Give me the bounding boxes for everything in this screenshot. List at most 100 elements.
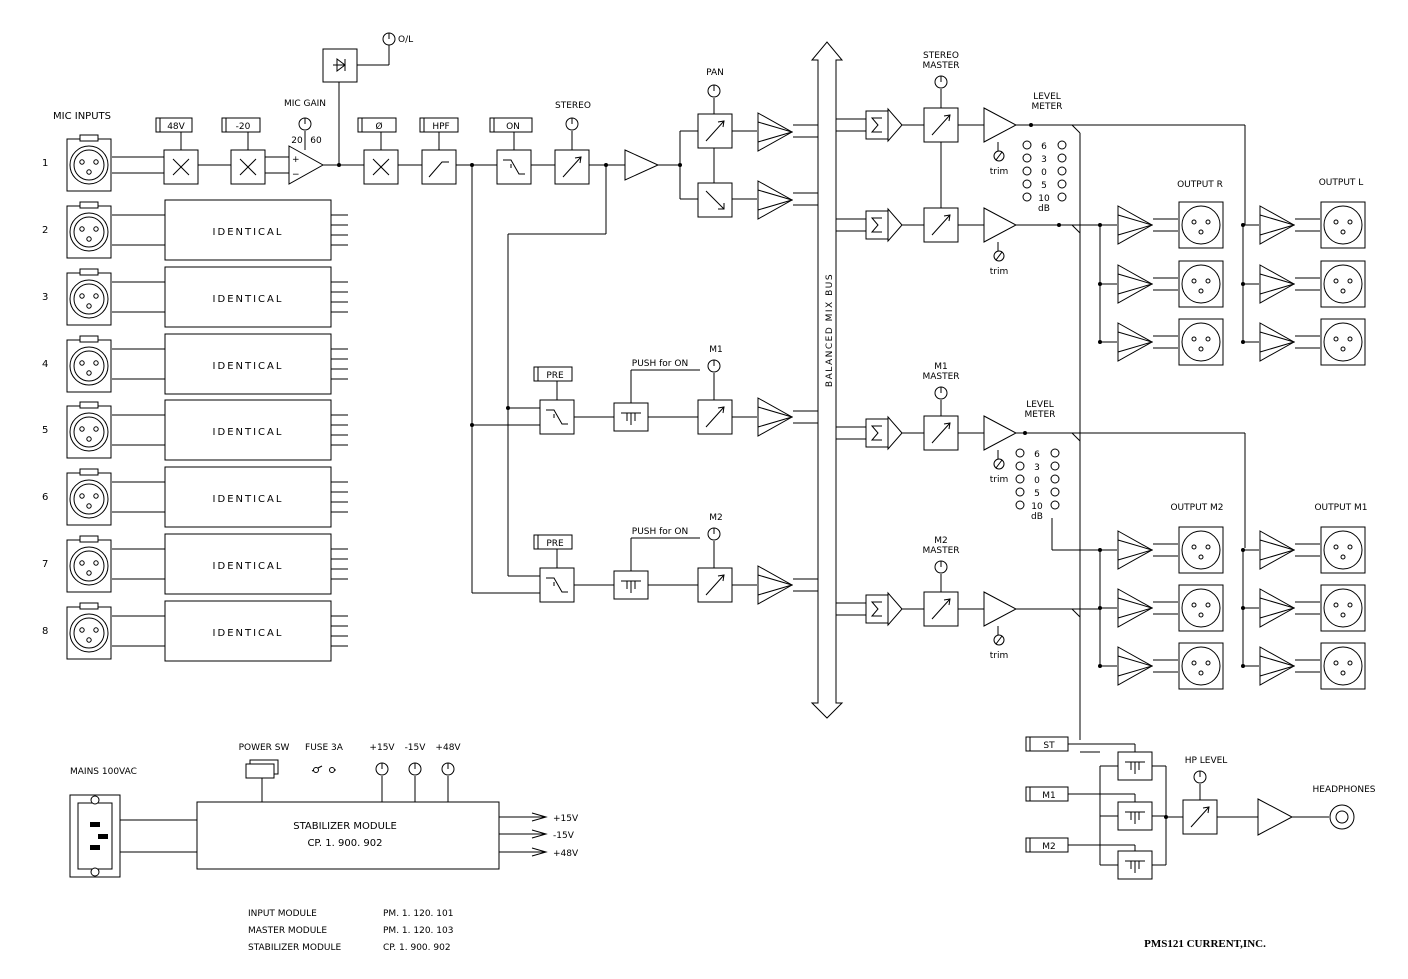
meter-led-icon — [1050, 461, 1060, 471]
phase-button — [357, 117, 397, 133]
m1-send-label: M1 — [709, 345, 723, 355]
m2-send-label: M2 — [709, 513, 723, 523]
pad-20-button — [221, 117, 261, 133]
plus-label: + — [292, 155, 300, 165]
sum-amp-tri — [887, 107, 903, 143]
arrow-head — [943, 214, 951, 222]
output-amp-stereo-l — [983, 107, 1018, 143]
level-meter-label: LEVEL — [1026, 400, 1054, 410]
rail-label: +48V — [435, 743, 461, 753]
xlr-output-icon — [1320, 642, 1366, 690]
meter-led-icon — [1057, 179, 1067, 189]
push-switch-icon — [621, 580, 641, 593]
on-button-label: ON — [506, 122, 520, 132]
arrow-head — [943, 114, 951, 122]
trim-slash — [995, 459, 1003, 469]
level-meter-label: METER — [1025, 410, 1056, 420]
identical-label: IDENTICAL — [213, 361, 284, 372]
hpf-curve-icon — [428, 161, 449, 178]
meter-led-icon — [1022, 179, 1032, 189]
identical-strip-box — [164, 466, 332, 528]
identical-strip-box — [164, 266, 332, 328]
arrow-head — [717, 406, 725, 414]
on-switch-block — [496, 149, 532, 185]
meter-scale-value: 3 — [1034, 463, 1040, 473]
output-driver-icon — [1117, 646, 1153, 686]
sum-amp-tri — [887, 415, 903, 451]
hp-amp-icon — [1257, 798, 1294, 836]
push-for-on-label-m2: PUSH for ON — [632, 527, 688, 537]
meter-led-icon — [1015, 461, 1025, 471]
wire — [1071, 224, 1081, 234]
pre-switch-m1 — [539, 399, 575, 435]
output-m2-label: OUTPUT M2 — [1170, 503, 1223, 513]
xlr-output-icon — [1320, 260, 1366, 308]
sigma-icon — [870, 217, 882, 233]
iec-pin — [90, 822, 100, 827]
rail-led-icon — [408, 762, 422, 776]
meter-led-icon — [1057, 140, 1067, 150]
arrow-head — [1202, 806, 1210, 814]
output-driver-icon — [1259, 205, 1295, 245]
power-output-label: +15V — [553, 814, 579, 824]
rail-label: -15V — [405, 743, 427, 753]
stereo-knob-icon — [565, 117, 579, 131]
iec-pin — [98, 834, 108, 839]
meter-scale-value: 6 — [1034, 450, 1040, 460]
m2-send-knob-icon — [707, 527, 721, 541]
wire — [1071, 432, 1081, 442]
phase-button-label: Ø — [375, 121, 382, 132]
mains-label: MAINS 100VAC — [70, 767, 137, 777]
identical-label: IDENTICAL — [213, 561, 284, 572]
meter-led-icon — [1015, 474, 1025, 484]
xlr-output-icon — [1178, 201, 1224, 249]
fader-line — [931, 598, 951, 620]
arrow-head — [943, 422, 951, 430]
master-label-m2: M2 — [934, 536, 948, 546]
master-label-stereo-l: STEREO — [923, 51, 959, 61]
meter-scale-value: 0 — [1034, 476, 1040, 486]
db-label: dB — [1031, 512, 1043, 522]
identical-strip-box — [164, 199, 332, 261]
xlr-input-icon — [66, 401, 112, 459]
module-code: CP. 1. 900. 902 — [383, 943, 451, 953]
meter-led-icon — [1057, 166, 1067, 176]
meter-led-icon — [1050, 487, 1060, 497]
identical-strip-box — [164, 600, 332, 662]
meter-led-icon — [1022, 192, 1032, 202]
output-driver-icon — [1117, 588, 1153, 628]
gain-max-label: 60 — [310, 136, 322, 146]
arrow-head — [943, 598, 951, 606]
pan-knob-icon — [707, 84, 721, 98]
pre-button-m1-label: PRE — [546, 371, 564, 381]
sum-amp-tri — [887, 207, 903, 243]
output-driver-icon — [1117, 205, 1153, 245]
mic-gain-label: MIC GAIN — [284, 99, 326, 109]
stabilizer-module-box — [196, 801, 500, 870]
meter-led-icon — [1015, 487, 1025, 497]
fader-line — [705, 406, 725, 428]
m1-send-knob-icon — [707, 359, 721, 373]
overload-led-icon — [382, 32, 396, 46]
trim-label: trim — [990, 651, 1009, 661]
mic-preamp-icon — [288, 145, 325, 185]
arrow-head — [574, 156, 582, 164]
pan-label: PAN — [706, 68, 724, 78]
meter-scale-value: 10 — [1031, 502, 1043, 512]
hp-source-button-st-label: ST — [1043, 741, 1055, 751]
rail-label: +15V — [369, 743, 395, 753]
meter-led-icon — [1015, 500, 1025, 510]
pre-switch-m2 — [539, 567, 575, 603]
fader-line — [562, 156, 582, 178]
master-knob-icon-stereo-l — [934, 75, 948, 89]
module-name: INPUT MODULE — [248, 909, 317, 919]
iec-screw — [90, 795, 100, 805]
fader-line — [931, 114, 951, 136]
power-switch-icon — [245, 763, 275, 779]
db-label: dB — [1038, 204, 1050, 214]
trim-label: trim — [990, 267, 1009, 277]
arrow-head — [531, 847, 548, 857]
channel-number-7: 7 — [42, 559, 48, 570]
trim-slash — [995, 151, 1003, 161]
push-for-on-label-m1: PUSH for ON — [632, 359, 688, 369]
